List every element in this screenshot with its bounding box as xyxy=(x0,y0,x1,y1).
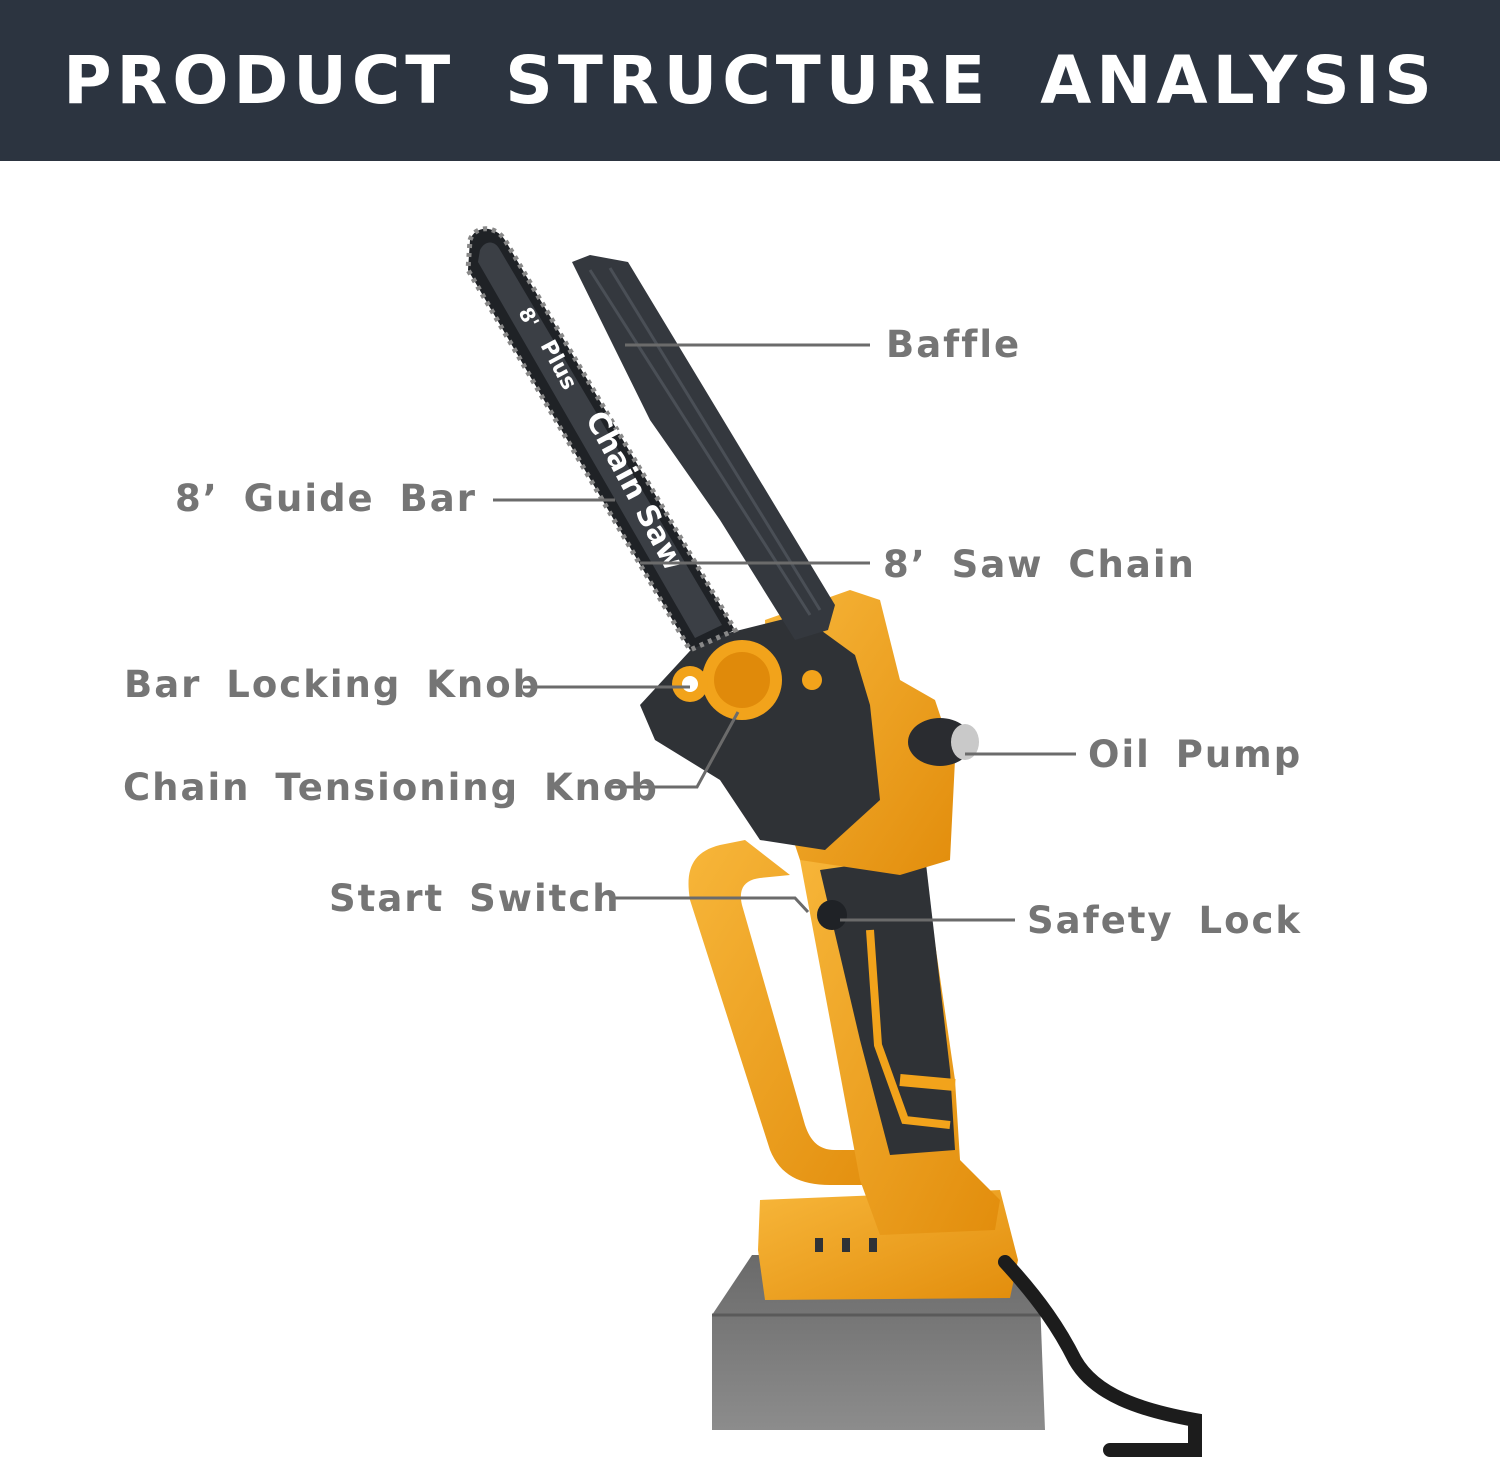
label-oil-pump: Oil Pump xyxy=(1088,733,1303,776)
rear-grip xyxy=(800,840,1000,1235)
label-safety-lock: Safety Lock xyxy=(1027,899,1303,942)
page-title: PRODUCT STRUCTURE ANALYSIS xyxy=(63,42,1437,119)
label-bar-locking-knob: Bar Locking Knob xyxy=(124,663,542,706)
safety-lock-button xyxy=(817,900,847,930)
leader-start-switch xyxy=(613,896,810,914)
label-guide-bar: 8’ Guide Bar xyxy=(175,477,477,520)
label-start-switch: Start Switch xyxy=(329,877,621,920)
oil-pump xyxy=(908,718,979,766)
front-handle xyxy=(688,840,900,1185)
leader-lines xyxy=(493,343,1076,922)
label-chain-tensioning-knob: Chain Tensioning Knob xyxy=(123,766,659,809)
wrist-strap xyxy=(998,1255,1202,1457)
header-banner: PRODUCT STRUCTURE ANALYSIS xyxy=(0,0,1500,161)
label-saw-chain: 8’ Saw Chain xyxy=(883,543,1196,586)
label-baffle: Baffle xyxy=(886,323,1022,366)
leader-chain-tensioning-knob xyxy=(607,711,740,789)
